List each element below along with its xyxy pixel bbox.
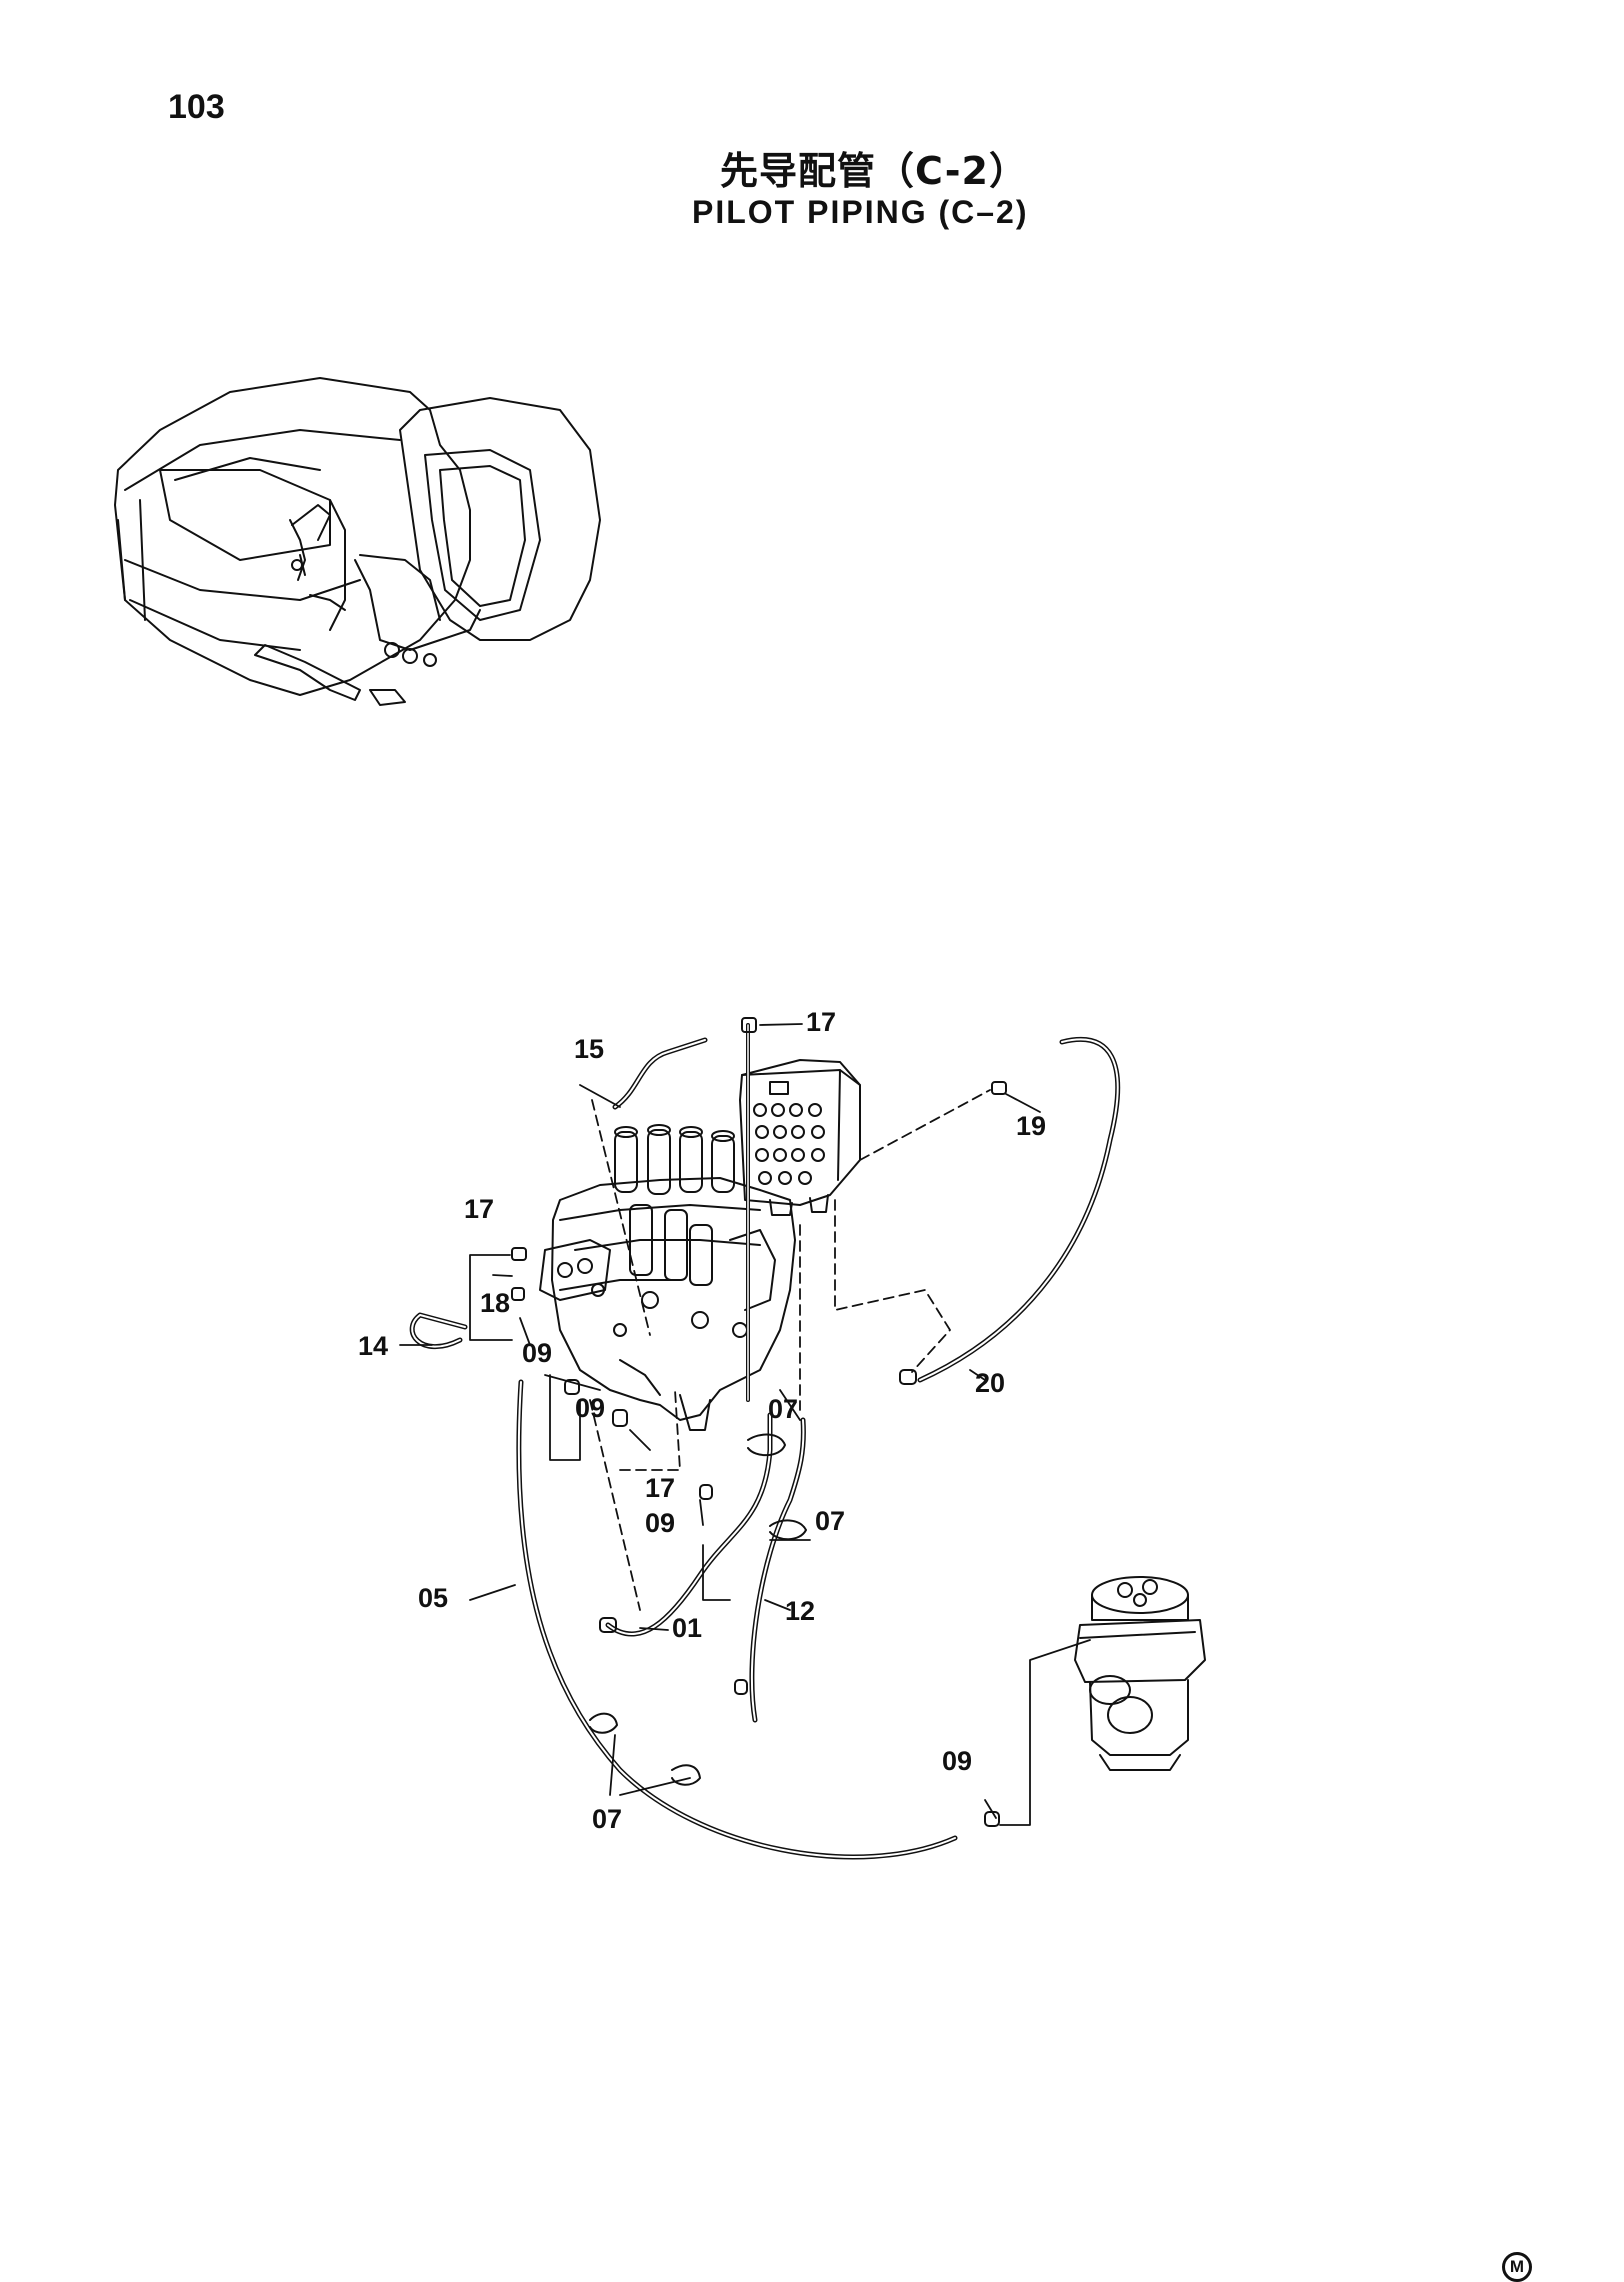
leader-lines xyxy=(399,1023,1091,1826)
title-english: PILOT PIPING (C–2) xyxy=(692,194,1029,230)
callout-18: 18 xyxy=(480,1288,510,1318)
callout-07-upper: 07 xyxy=(768,1394,798,1424)
callout-09-upper: 09 xyxy=(522,1338,552,1368)
callout-19: 19 xyxy=(1016,1111,1046,1141)
callout-09-middle: 09 xyxy=(575,1393,605,1423)
callout-09-lower: 09 xyxy=(645,1508,675,1538)
callout-15: 15 xyxy=(574,1034,604,1064)
title-chinese: 先导配管（C-2） xyxy=(720,149,1028,193)
manual-mark-icon: M xyxy=(1502,2252,1532,2282)
callout-labels: 17 15 19 17 18 14 09 09 20 07 17 09 07 0… xyxy=(358,1007,1046,1834)
callout-14: 14 xyxy=(358,1331,388,1361)
control-valve xyxy=(539,1124,796,1431)
callout-01: 01 xyxy=(672,1613,702,1643)
callout-17-lower: 17 xyxy=(645,1473,675,1503)
callout-09-swing: 09 xyxy=(942,1746,972,1776)
pilot-valve-block xyxy=(739,1059,861,1216)
swing-motor xyxy=(1074,1576,1206,1771)
callout-20: 20 xyxy=(975,1368,1005,1398)
fittings xyxy=(511,1017,1007,1827)
hoses xyxy=(409,1023,1121,1860)
callout-12: 12 xyxy=(785,1596,815,1626)
callout-17-top: 17 xyxy=(806,1007,836,1037)
callout-17-left: 17 xyxy=(464,1194,494,1224)
callout-07-bottom: 07 xyxy=(592,1804,622,1834)
callout-05: 05 xyxy=(418,1583,448,1613)
excavator-overview-illustration xyxy=(114,377,601,706)
callout-07-right: 07 xyxy=(815,1506,845,1536)
page-number: 103 xyxy=(168,88,225,126)
